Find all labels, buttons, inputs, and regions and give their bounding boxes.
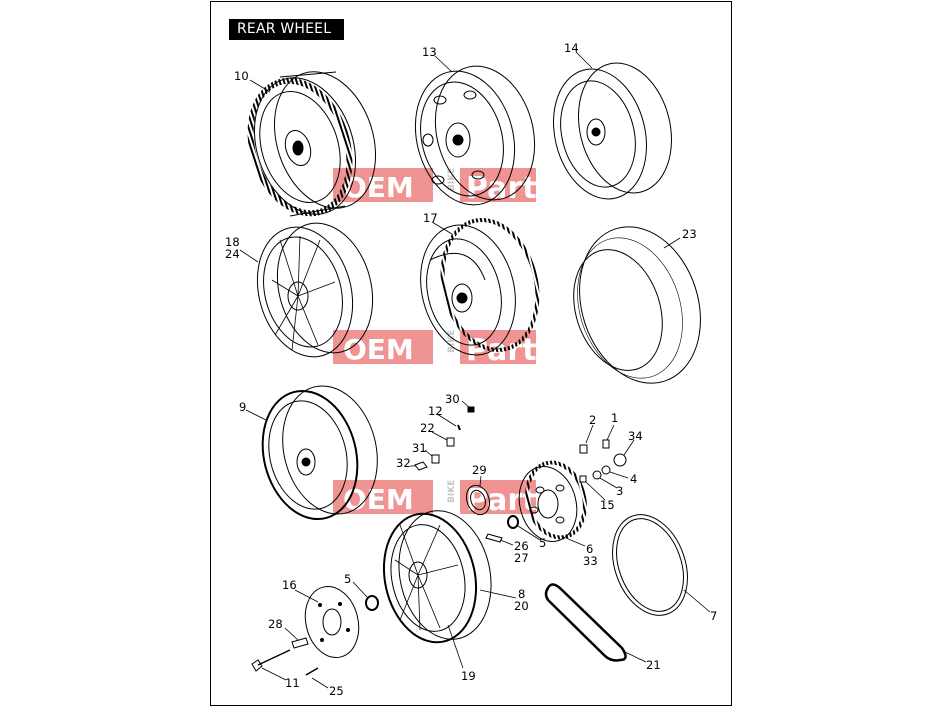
part-7-belt <box>612 514 688 616</box>
callout-19: 19 <box>461 669 476 683</box>
part-9-wheel <box>261 385 378 521</box>
callout-32: 32 <box>396 456 411 470</box>
part-8-20-spoke-wheel <box>382 510 492 644</box>
callout-7: 7 <box>710 609 717 623</box>
pulley-hardware <box>579 439 627 483</box>
part-21-drive-belt <box>544 583 627 662</box>
part-5-bearing <box>507 515 519 529</box>
callout-9: 9 <box>239 400 246 414</box>
callout-34: 34 <box>628 429 643 443</box>
part-26-27-axle-spacer <box>485 533 503 543</box>
part-6-33-pulley <box>518 460 587 542</box>
svg-text:BIKE: BIKE <box>447 480 457 503</box>
callout-16: 16 <box>282 578 297 592</box>
callout-14: 14 <box>564 41 579 55</box>
part-14-disc-wheel <box>553 62 672 200</box>
part-17-disc-wheel <box>420 218 540 356</box>
callout-30: 30 <box>445 392 460 406</box>
callout-26: 26 <box>514 539 529 553</box>
callout-28: 28 <box>268 617 283 631</box>
callout-33: 33 <box>583 554 598 568</box>
callout-24: 24 <box>225 247 240 261</box>
part-16-brake-rotor <box>304 586 360 658</box>
callout-4: 4 <box>630 472 637 486</box>
callout-6: 6 <box>586 542 593 556</box>
part-23-tire <box>573 226 701 384</box>
callout-2: 2 <box>589 413 596 427</box>
part-5-lower-bearing <box>365 595 379 611</box>
leader-lines <box>239 51 711 689</box>
callout-15: 15 <box>600 498 615 512</box>
callout-8: 8 <box>518 587 525 601</box>
callout-5-lower: 5 <box>344 572 351 586</box>
callout-27: 27 <box>514 551 529 565</box>
callout-29: 29 <box>472 463 487 477</box>
part-10-disc-wheel <box>247 71 377 217</box>
svg-text:Parts: Parts <box>466 483 554 518</box>
callout-21: 21 <box>646 658 661 672</box>
diagram-title: REAR WHEEL <box>229 19 344 40</box>
callout-25: 25 <box>329 684 344 698</box>
callout-labels: 10 13 14 18 24 17 23 9 30 12 22 31 32 29… <box>225 41 717 698</box>
callout-5-upper: 5 <box>539 536 546 550</box>
callout-12: 12 <box>428 404 443 418</box>
svg-text:OEM: OEM <box>343 333 414 366</box>
callout-10: 10 <box>234 69 249 83</box>
callout-1: 1 <box>611 411 618 425</box>
small-hardware-cluster <box>414 406 475 471</box>
callout-17: 17 <box>423 211 438 225</box>
callout-22: 22 <box>420 421 435 435</box>
callout-13: 13 <box>422 45 437 59</box>
callout-31: 31 <box>412 441 427 455</box>
callout-3: 3 <box>616 484 623 498</box>
callout-23: 23 <box>682 227 697 241</box>
part-18-24-spoke-wheel <box>256 222 374 358</box>
callout-18: 18 <box>225 235 240 249</box>
svg-text:BIKE: BIKE <box>447 168 457 191</box>
svg-text:BIKE: BIKE <box>447 330 457 353</box>
callout-11: 11 <box>285 676 300 690</box>
axle-fasteners <box>251 637 319 676</box>
callout-20: 20 <box>514 599 529 613</box>
part-29-spacer <box>465 484 491 516</box>
svg-text:OEM: OEM <box>343 171 414 204</box>
watermark-row-2: OEM BIKE Parts <box>333 330 554 368</box>
part-13-cast-wheel <box>414 65 536 206</box>
svg-text:Parts: Parts <box>466 333 554 368</box>
